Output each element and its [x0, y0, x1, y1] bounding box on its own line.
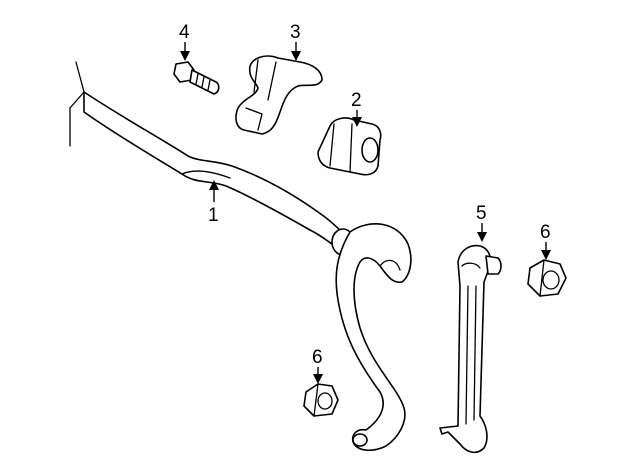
- callout-5: 5: [476, 203, 487, 242]
- bolt: [173, 61, 220, 95]
- callout-6-lower: 6: [312, 347, 323, 384]
- bracket-fold-1: [253, 59, 277, 101]
- callout-3: 3: [290, 22, 301, 61]
- bolt-threads: [195, 73, 211, 91]
- bar-bend-line: [181, 170, 231, 179]
- bolt-shank: [189, 69, 220, 95]
- callout-label-1: 1: [208, 205, 219, 226]
- callout-label-6-right: 6: [540, 222, 551, 243]
- stabilizer-bar: [69, 61, 412, 452]
- nut-lower: [303, 383, 339, 417]
- bushing-bore: [361, 137, 379, 163]
- nut-right-bore: [542, 270, 560, 290]
- callout-arrow-6-lower: [313, 374, 323, 384]
- link-upper-cap: [461, 262, 481, 269]
- bar-arm-fold: [379, 259, 401, 271]
- bracket-body: [235, 55, 323, 135]
- callout-label-5: 5: [476, 203, 487, 224]
- nut-right: [527, 259, 567, 297]
- bushing: [317, 117, 382, 176]
- callout-arrow-5: [477, 232, 487, 242]
- callout-arrow-6-right: [541, 250, 551, 260]
- bar-end-eye: [352, 433, 368, 447]
- bar-body: [83, 91, 345, 251]
- bar-cut-end: [69, 61, 85, 147]
- callout-6-right: 6: [540, 222, 551, 260]
- bushing-ridge: [329, 123, 353, 173]
- callout-arrow-3: [291, 51, 301, 61]
- callout-label-2: 2: [351, 90, 362, 111]
- bracket-fold-2: [245, 107, 263, 131]
- callout-label-3: 3: [290, 22, 301, 43]
- link-body: [439, 244, 492, 454]
- callout-4: 4: [179, 22, 190, 61]
- callout-label-6-lower: 6: [312, 347, 323, 368]
- link-shaft-line: [465, 285, 477, 425]
- bar-arm: [335, 223, 412, 452]
- callout-1: 1: [208, 180, 219, 226]
- bracket: [235, 55, 323, 135]
- callout-label-4: 4: [179, 22, 190, 43]
- link-ball-stud: [485, 255, 502, 275]
- callout-2: 2: [351, 90, 362, 127]
- stabilizer-link: [439, 244, 502, 454]
- callout-arrow-2: [352, 117, 362, 127]
- callout-arrow-1: [209, 180, 219, 190]
- nut-right-face: [539, 259, 545, 297]
- nut-right-body: [527, 259, 567, 297]
- nut-lower-body: [303, 383, 339, 417]
- nut-lower-bore: [317, 392, 333, 410]
- nut-lower-face: [313, 383, 319, 417]
- callout-arrow-4: [180, 51, 190, 61]
